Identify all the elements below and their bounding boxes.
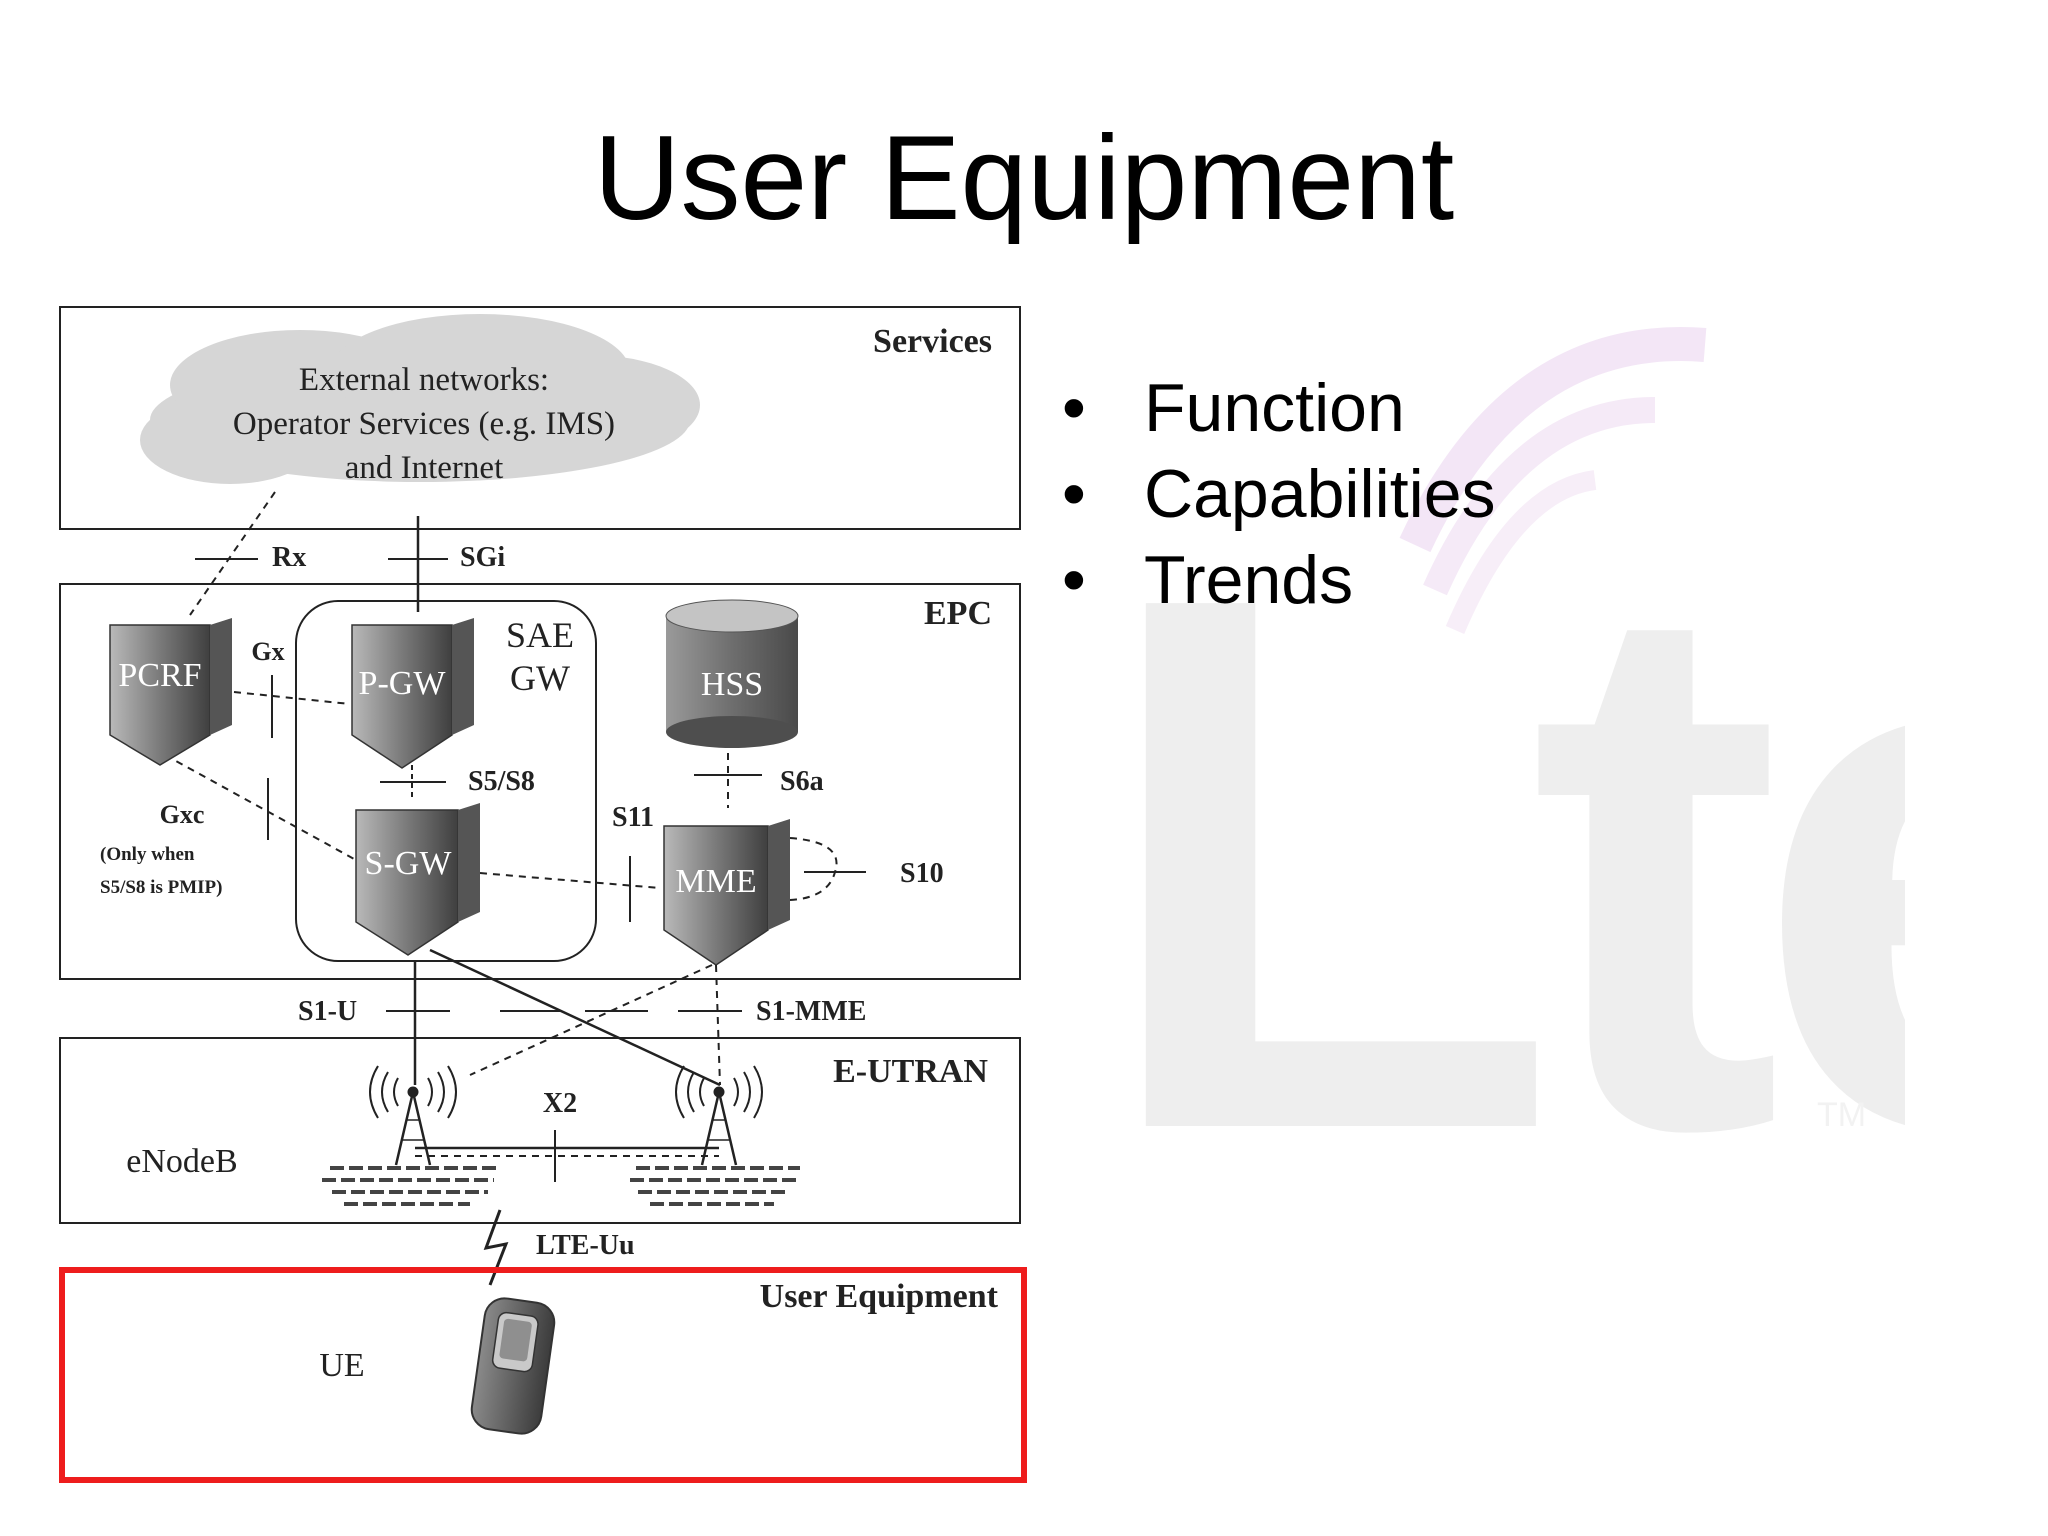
- x2-label: X2: [543, 1088, 577, 1119]
- s11-label: S11: [612, 802, 654, 833]
- pcrf-node-icon: [109, 618, 232, 766]
- s1mme-link-right: [715, 964, 721, 1086]
- mme-label: MME: [675, 863, 756, 900]
- bullet-text: Capabilities: [1144, 456, 1496, 532]
- mme-node-icon: [663, 819, 790, 966]
- bullet-dot-icon: •: [1062, 542, 1086, 618]
- watermark-wave-middle: [1423, 397, 1656, 596]
- bullet-dot-icon: •: [1062, 456, 1086, 532]
- s1u-link-cross: [429, 948, 721, 1087]
- gx-link: [233, 691, 351, 705]
- sae-label: SAE: [506, 615, 574, 655]
- sgi-label: SGi: [460, 542, 505, 573]
- s10-loop: [789, 837, 838, 901]
- bullet-item: • Function: [1062, 365, 1496, 451]
- s1mme-label: S1-MME: [756, 996, 866, 1027]
- hss-database-icon: [665, 599, 799, 748]
- gx-label: Gx: [251, 637, 284, 666]
- user-equipment-box-highlight: [59, 1267, 1027, 1483]
- cloud-text-line-3: and Internet: [345, 450, 504, 486]
- sgw-label: S-GW: [365, 845, 453, 882]
- s11-link: [479, 872, 661, 889]
- lte-uu-radio-link-icon: [483, 1209, 509, 1286]
- s5s8-label: S5/S8: [468, 766, 535, 797]
- s6a-label: S6a: [780, 766, 824, 797]
- enodeb-tower-icon-right: [630, 1065, 800, 1206]
- watermark-tm: TM: [1817, 1096, 1866, 1134]
- gxc-label: Gxc: [160, 800, 205, 829]
- pgw-label: P-GW: [359, 665, 447, 702]
- epc-box: [59, 583, 1021, 980]
- rx-label: Rx: [272, 542, 306, 573]
- bullet-list: • Function • Capabilities • Trends: [1062, 365, 1496, 623]
- gw-label: GW: [510, 658, 570, 698]
- bullet-dot-icon: •: [1062, 370, 1086, 446]
- sgw-node-icon: [355, 803, 480, 956]
- bullet-item: • Capabilities: [1062, 451, 1496, 537]
- cloud-text-line-1: External networks:: [299, 362, 549, 398]
- bullet-item: • Trends: [1062, 537, 1496, 623]
- pcrf-label: PCRF: [118, 657, 201, 694]
- bullet-text: Trends: [1144, 542, 1354, 618]
- enodeb-tower-icon-left: [322, 1065, 500, 1206]
- gxc-note-line-1: (Only when: [100, 844, 195, 865]
- slide-title: User Equipment: [593, 111, 1455, 245]
- eutran-box-label: E-UTRAN: [833, 1053, 988, 1090]
- pgw-node-icon: [351, 618, 474, 769]
- watermark-lte-text: Lte: [1095, 439, 1905, 1160]
- services-box-label: Services: [873, 323, 992, 360]
- user-equipment-box-label: User Equipment: [760, 1278, 999, 1315]
- gxc-link: [164, 754, 357, 861]
- external-networks-cloud-icon: [140, 314, 700, 484]
- epc-box-label: EPC: [924, 595, 992, 632]
- gxc-note-line-2: S5/S8 is PMIP): [100, 877, 222, 898]
- cloud-text-line-2: Operator Services (e.g. IMS): [233, 406, 615, 442]
- lte-uu-label: LTE-Uu: [536, 1230, 635, 1261]
- sae-gw-group: [295, 600, 597, 962]
- watermark-wave-outer: [1399, 327, 1707, 553]
- s10-label: S10: [900, 858, 944, 889]
- lte-watermark-logo: Lte TM: [1095, 290, 2048, 1288]
- s1u-label: S1-U: [298, 996, 357, 1027]
- bullet-text: Function: [1144, 370, 1405, 446]
- hss-label: HSS: [701, 666, 763, 703]
- enodeb-label: eNodeB: [126, 1143, 237, 1180]
- lte-architecture-diagram: Services External networks: Operator Ser…: [59, 306, 1027, 1483]
- ue-label: UE: [319, 1347, 364, 1384]
- watermark-wave-inner: [1445, 470, 1597, 634]
- mobile-phone-icon: [470, 1297, 556, 1435]
- s1mme-link-cross: [469, 964, 713, 1076]
- eutran-box: [59, 1037, 1021, 1224]
